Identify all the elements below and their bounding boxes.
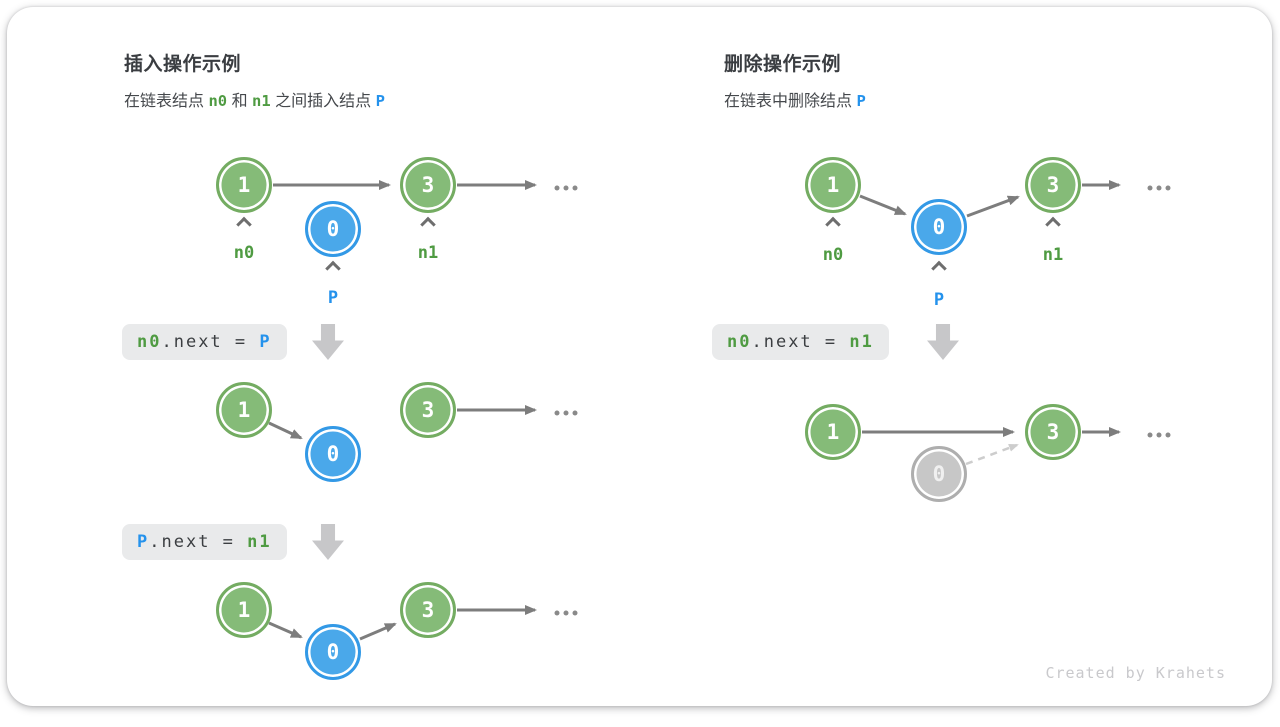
ellipsis-icon	[554, 410, 578, 416]
node-n1-value-3: 3	[400, 382, 456, 438]
subtitle-n0-ref: n0	[208, 92, 228, 110]
watermark: Created by Krahets	[1045, 664, 1226, 682]
node-n1-value-3: 3	[400, 157, 456, 213]
delete-panel-subtitle: 在链表中删除结点 P	[724, 87, 866, 111]
subtitle-text: 之间插入结点	[270, 93, 376, 110]
node-n0-value-1: 1	[216, 382, 272, 438]
arrows-layer	[268, 180, 1121, 641]
code-label-n0-next-p: n0.next = P	[122, 324, 287, 360]
delete-panel-title: 删除操作示例	[724, 54, 842, 75]
node-n1-value-3: 3	[400, 582, 456, 638]
node-n1-value-3: 3	[1025, 404, 1081, 460]
insert-panel-title: 插入操作示例	[124, 54, 242, 75]
node-n1-value-3: 3	[1025, 157, 1081, 213]
label-n0: n0	[822, 245, 844, 265]
code-rhs: n1	[849, 332, 874, 352]
code-lhs: n0	[137, 332, 162, 352]
ellipsis-icon	[554, 185, 578, 191]
node-p-value-0: 0	[305, 426, 361, 482]
ellipsis-icon	[554, 610, 578, 616]
label-n1: n1	[417, 243, 439, 263]
dashed-arrow-removed-0to3	[965, 443, 1019, 466]
ellipsis-icon	[1147, 185, 1171, 191]
subtitle-text: 和	[227, 93, 253, 110]
node-removed-value-0: 0	[911, 446, 967, 502]
label-n1: n1	[1042, 245, 1064, 265]
label-p: P	[933, 290, 945, 310]
subtitle-n1-ref: n1	[252, 92, 271, 110]
node-n0-value-1: 1	[805, 157, 861, 213]
code-mid: .next =	[161, 332, 260, 352]
insert-panel-subtitle: 在链表结点 n0 和 n1 之间插入结点 P	[124, 87, 385, 111]
arrow-l2-1to0	[268, 421, 303, 440]
subtitle-text: 在链表结点	[124, 93, 209, 110]
code-rhs: n1	[247, 532, 272, 552]
code-rhs: P	[259, 332, 272, 352]
canvas-card: 插入操作示例 在链表结点 n0 和 n1 之间插入结点 P 1 0 3 n0 n…	[7, 7, 1272, 706]
arrow-r1-0to3	[966, 195, 1020, 218]
code-label-n0-next-n1: n0.next = n1	[712, 324, 889, 360]
node-n0-value-1: 1	[805, 404, 861, 460]
subtitle-p-ref: P	[375, 92, 385, 110]
node-p-value-0: 0	[305, 624, 361, 680]
node-n0-value-1: 1	[216, 582, 272, 638]
arrow-l3-1to0	[268, 621, 303, 639]
code-lhs: P	[137, 532, 150, 552]
subtitle-p-ref: P	[856, 92, 866, 110]
arrow-r1-1to0	[859, 194, 907, 216]
node-p-value-0: 0	[305, 201, 361, 257]
ellipsis-icon	[1147, 432, 1171, 438]
code-mid: .next =	[149, 532, 248, 552]
code-lhs: n0	[727, 332, 752, 352]
label-n0: n0	[233, 243, 255, 263]
label-p: P	[327, 288, 339, 308]
code-mid: .next =	[751, 332, 850, 352]
subtitle-text: 在链表中删除结点	[724, 93, 857, 110]
arrow-l3-0to3	[359, 622, 397, 641]
node-p-value-0: 0	[911, 199, 967, 255]
code-label-p-next-n1: P.next = n1	[122, 524, 287, 560]
node-n0-value-1: 1	[216, 157, 272, 213]
